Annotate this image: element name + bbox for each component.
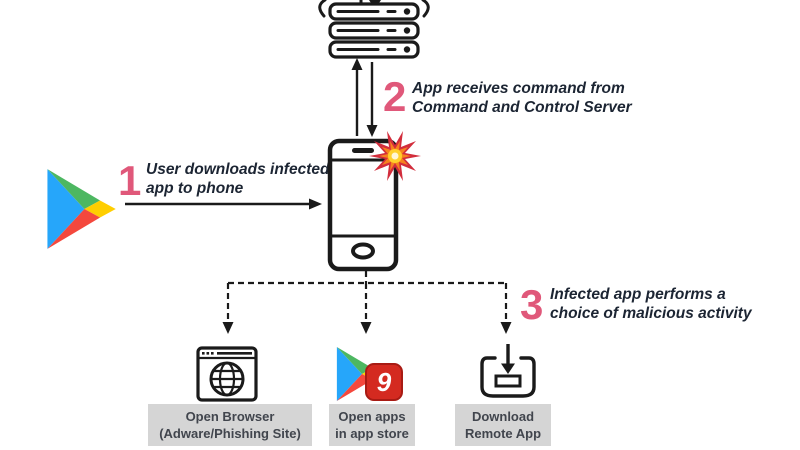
step-1-number: 1 xyxy=(118,157,141,204)
outcome-browser-label: Open Browser (Adware/Phishing Site) xyxy=(148,404,312,446)
step-2-text: App receives command from Command and Co… xyxy=(412,79,632,117)
step-1-line2: app to phone xyxy=(146,180,244,197)
outcome-download-line2: Remote App xyxy=(464,426,542,441)
outcome-download-label: Download Remote App xyxy=(455,404,551,446)
arrow-phone-to-server xyxy=(351,58,363,136)
arrow-server-to-phone xyxy=(366,62,378,137)
google-play-icon xyxy=(47,169,116,249)
outcome-download-line1: Download xyxy=(471,409,535,424)
server-stack-cloud-icon xyxy=(318,0,430,59)
smartphone-icon xyxy=(327,138,399,272)
browser-globe-icon xyxy=(196,346,258,402)
arrow-playstore-to-phone xyxy=(125,198,322,210)
dashed-branch-connectors xyxy=(226,271,508,323)
step-3-text: Infected app performs a choice of malici… xyxy=(550,285,752,323)
step-1-line1: User downloads infected xyxy=(146,161,330,178)
step-3-number: 3 xyxy=(520,281,543,328)
nine-apps-badge-icon: 9 xyxy=(365,363,403,401)
step-3-line1: Infected app performs a xyxy=(550,286,726,303)
outcome-browser-line1: Open Browser xyxy=(185,409,275,424)
step-2-line2: Command and Control Server xyxy=(412,99,632,116)
step-2-line1: App receives command from xyxy=(412,80,625,97)
step-3-line2: choice of malicious activity xyxy=(550,305,752,322)
outcome-appstore-line1: Open apps xyxy=(338,409,406,424)
dashed-arrowhead-download xyxy=(500,322,512,334)
outcome-appstore-line2: in app store xyxy=(335,426,409,441)
dashed-arrowhead-browser xyxy=(222,322,234,334)
outcome-browser-line2: (Adware/Phishing Site) xyxy=(159,426,301,441)
nine-apps-badge-text: 9 xyxy=(376,366,392,397)
step-1-text: User downloads infected app to phone xyxy=(146,160,329,198)
dashed-arrowhead-appstore xyxy=(360,322,372,334)
download-tray-icon xyxy=(480,344,536,398)
burst-collision-icon xyxy=(369,131,421,181)
outcome-appstore-label: Open apps in app store xyxy=(329,404,415,446)
step-2-number: 2 xyxy=(383,73,406,120)
